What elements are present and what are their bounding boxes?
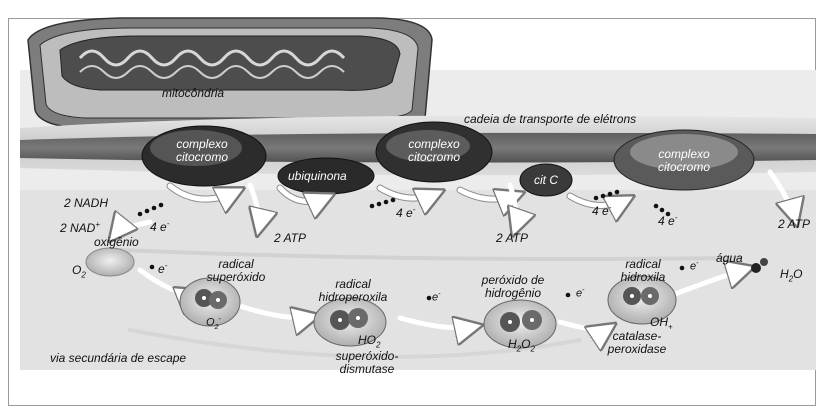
label-cyt-c: cit C — [534, 174, 558, 186]
mitochondrion-illustration — [28, 18, 432, 128]
label-oxygen: oxigênio — [94, 236, 139, 248]
label-ubiquinone: ubiquinona — [288, 170, 347, 182]
label-nad: 2 NAD+ — [60, 221, 100, 234]
label-h2o: H2O — [780, 268, 802, 283]
label-o2-radical: O2- — [206, 316, 221, 331]
label-4e-c: 4 e- — [592, 204, 611, 217]
label-catalase-peroxidase: catalase-peroxidase — [592, 330, 682, 355]
label-hydroperoxyl-radical: radicalhidroperoxila — [308, 278, 398, 303]
label-4e-d: 4 e- — [658, 214, 677, 227]
label-secondary-escape-route: via secundária de escape — [50, 352, 186, 364]
label-hydroxyl-radical: radicalhidroxila — [608, 258, 678, 283]
label-complex-2: complexocitocromo — [404, 138, 464, 163]
label-4e-b: 4 e- — [396, 206, 415, 219]
label-atp-1: 2 ATP — [274, 232, 306, 244]
label-electron-3: e- — [576, 287, 584, 300]
label-superoxide-radical: radicalsuperóxido — [196, 258, 276, 283]
label-nadh: 2 NADH — [64, 197, 108, 209]
label-superoxide-dismutase: superóxido-dismutase — [312, 350, 422, 375]
label-mitochondria: mitocôndria — [162, 87, 224, 99]
label-o2: O2 — [72, 264, 86, 279]
label-atp-2: 2 ATP — [496, 232, 528, 244]
label-hydrogen-peroxide: peróxido dehidrogênio — [468, 274, 558, 299]
label-electron-4: e- — [690, 260, 698, 273]
label-ho2: HO2 — [358, 334, 380, 349]
label-h2o2: H2O2 — [508, 338, 535, 353]
label-electron-transport-chain: cadeia de transporte de elétrons — [464, 113, 636, 125]
label-atp-3: 2 ATP — [778, 218, 810, 230]
oxygen-molecule-shape — [86, 248, 134, 276]
label-water: água — [716, 252, 743, 264]
label-electron-1: e- — [158, 262, 167, 275]
label-complex-3: complexocitocromo — [636, 148, 732, 173]
label-4e-a: 4 e- — [150, 220, 169, 233]
label-electron-2: e- — [432, 291, 440, 304]
label-complex-1: complexocitocromo — [172, 138, 232, 163]
